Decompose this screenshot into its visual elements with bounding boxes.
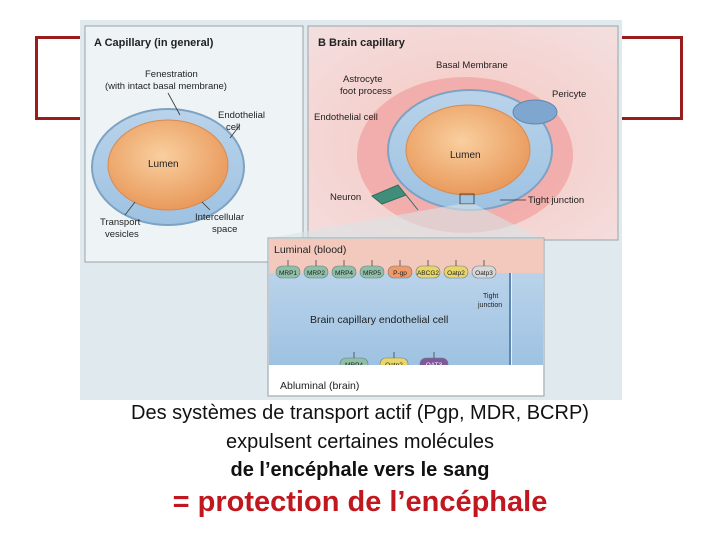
transporter-label: MRP5: [363, 270, 381, 277]
astrocyte-label: Astrocyte: [343, 74, 383, 85]
endothelial-c-label: Brain capillary endothelial cell: [310, 314, 448, 326]
intercellular-space-label: Intercellular: [195, 212, 244, 223]
fenestration-sub-label: (with intact basal membrane): [105, 81, 227, 92]
brain-region: [269, 365, 543, 395]
panel-a: A Capillary (in general) Fenestration (w…: [84, 25, 304, 263]
basal-membrane-label: Basal Membrane: [436, 60, 508, 71]
endothelial-cell-label: Endothelial: [218, 110, 265, 121]
capillary-b-lumen: [405, 104, 531, 196]
neuron-shape: [371, 184, 419, 211]
caption-conclusion: = protection de l’encéphale: [172, 486, 548, 518]
transporter-label: Oatp2: [447, 270, 465, 277]
transport-vesicles-label: Transport: [100, 217, 141, 228]
transporter-label: MRP2: [307, 270, 325, 277]
capillary-a-lumen: [107, 119, 229, 211]
inset-connector: [270, 204, 540, 238]
blood-brain-barrier-figure: A Capillary (in general) Fenestration (w…: [80, 20, 622, 400]
abluminal-label: Abluminal (brain): [280, 380, 359, 392]
panel-a-title: A Capillary (in general): [94, 37, 214, 49]
endothelial-cell-region: [269, 273, 509, 365]
caption-line-1: Des systèmes de transport actif (Pgp, MD…: [131, 402, 589, 424]
lumen-a-label: Lumen: [148, 159, 179, 170]
astrocyte-sub-label: foot process: [340, 86, 392, 97]
transporter-label: MRP1: [279, 270, 297, 277]
neuron-label: Neuron: [330, 192, 361, 203]
endothelial-cell-b-label: Endothelial cell: [314, 112, 378, 123]
luminal-label: Luminal (blood): [274, 244, 346, 256]
apical-transporter-row: MRP1 MRP2 MRP4 MRP5 P-gp ABCG2 Oatp2 Oatp3: [275, 260, 497, 279]
intercellular-space-sub-label: space: [212, 224, 237, 235]
caption-line-2: expulsent certaines molécules: [226, 431, 494, 453]
caption-line-3: de l’encéphale vers le sang: [230, 459, 490, 481]
panel-c: Luminal (blood) MRP1 MRP2 MRP4 MRP5 P-gp ABCG…: [267, 204, 545, 397]
tight-junction-label: Tight junction: [528, 195, 584, 206]
endothelial-cell-sub-label: cell: [226, 122, 240, 133]
panel-b-title: B Brain capillary: [318, 37, 406, 49]
pericyte-shape: [512, 99, 558, 125]
transporter-label: P-gp: [393, 270, 407, 277]
pericyte-label: Pericyte: [552, 89, 586, 100]
transporter-label: Oatp3: [475, 270, 493, 277]
lumen-b-label: Lumen: [450, 150, 481, 161]
neighbor-cell-region: [512, 273, 543, 365]
tight-junction-c-label: Tight: [483, 293, 498, 300]
tight-junction-c-sub-label: junction: [477, 302, 502, 309]
transport-vesicles-sub-label: vesicles: [105, 229, 139, 240]
transporter-label: MRP4: [335, 270, 353, 277]
fenestration-label: Fenestration: [145, 69, 198, 80]
transporter-label: ABCG2: [417, 270, 439, 277]
